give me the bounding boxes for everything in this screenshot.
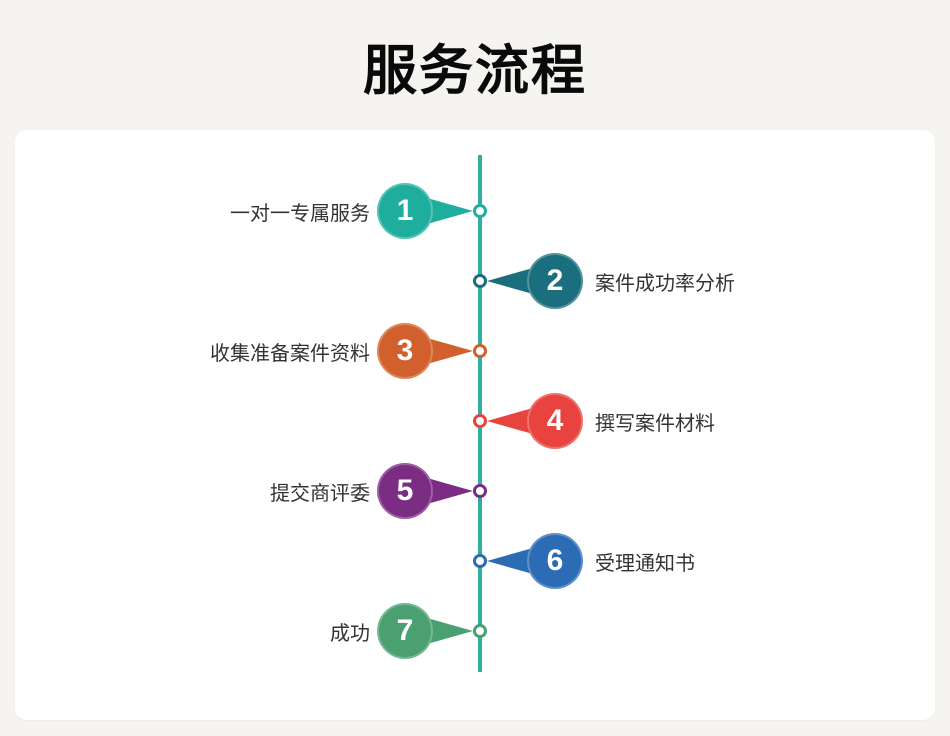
step-label: 案件成功率分析 xyxy=(595,272,735,295)
step-dot-icon xyxy=(473,414,487,428)
step-row: 收集准备案件资料 3 xyxy=(15,316,935,386)
step-label: 成功 xyxy=(330,622,370,645)
step-balloon: 1 xyxy=(377,183,433,239)
step-number: 6 xyxy=(546,544,564,577)
step-dot-icon xyxy=(473,624,487,638)
step-label: 提交商评委 xyxy=(270,482,370,505)
timeline-card: 一对一专属服务 1 案件成功率分析 2 收集准备案件资料 3 撰写案件材料 4 … xyxy=(15,130,935,720)
step-number: 5 xyxy=(396,474,414,507)
step-balloon: 5 xyxy=(377,463,433,519)
step-dot-icon xyxy=(473,344,487,358)
step-row: 撰写案件材料 4 xyxy=(15,386,935,456)
step-balloon: 6 xyxy=(527,533,583,589)
header: 服务流程 xyxy=(0,0,950,130)
step-number: 7 xyxy=(396,614,414,647)
step-number: 2 xyxy=(546,264,564,297)
step-dot-icon xyxy=(473,204,487,218)
step-label: 撰写案件材料 xyxy=(595,412,715,435)
step-number: 3 xyxy=(396,334,414,367)
step-row: 一对一专属服务 1 xyxy=(15,176,935,246)
step-number: 4 xyxy=(546,404,564,437)
step-balloon: 3 xyxy=(377,323,433,379)
step-label: 收集准备案件资料 xyxy=(210,342,370,365)
step-balloon: 7 xyxy=(377,603,433,659)
step-row: 成功 7 xyxy=(15,596,935,666)
timeline-line xyxy=(478,155,482,672)
step-balloon: 2 xyxy=(527,253,583,309)
step-row: 提交商评委 5 xyxy=(15,456,935,526)
step-dot-icon xyxy=(473,274,487,288)
step-label: 一对一专属服务 xyxy=(230,202,370,225)
step-dot-icon xyxy=(473,484,487,498)
step-row: 案件成功率分析 2 xyxy=(15,246,935,316)
step-label: 受理通知书 xyxy=(595,552,695,575)
step-number: 1 xyxy=(396,194,414,227)
step-balloon: 4 xyxy=(527,393,583,449)
step-row: 受理通知书 6 xyxy=(15,526,935,596)
page-title: 服务流程 xyxy=(363,40,587,101)
step-dot-icon xyxy=(473,554,487,568)
